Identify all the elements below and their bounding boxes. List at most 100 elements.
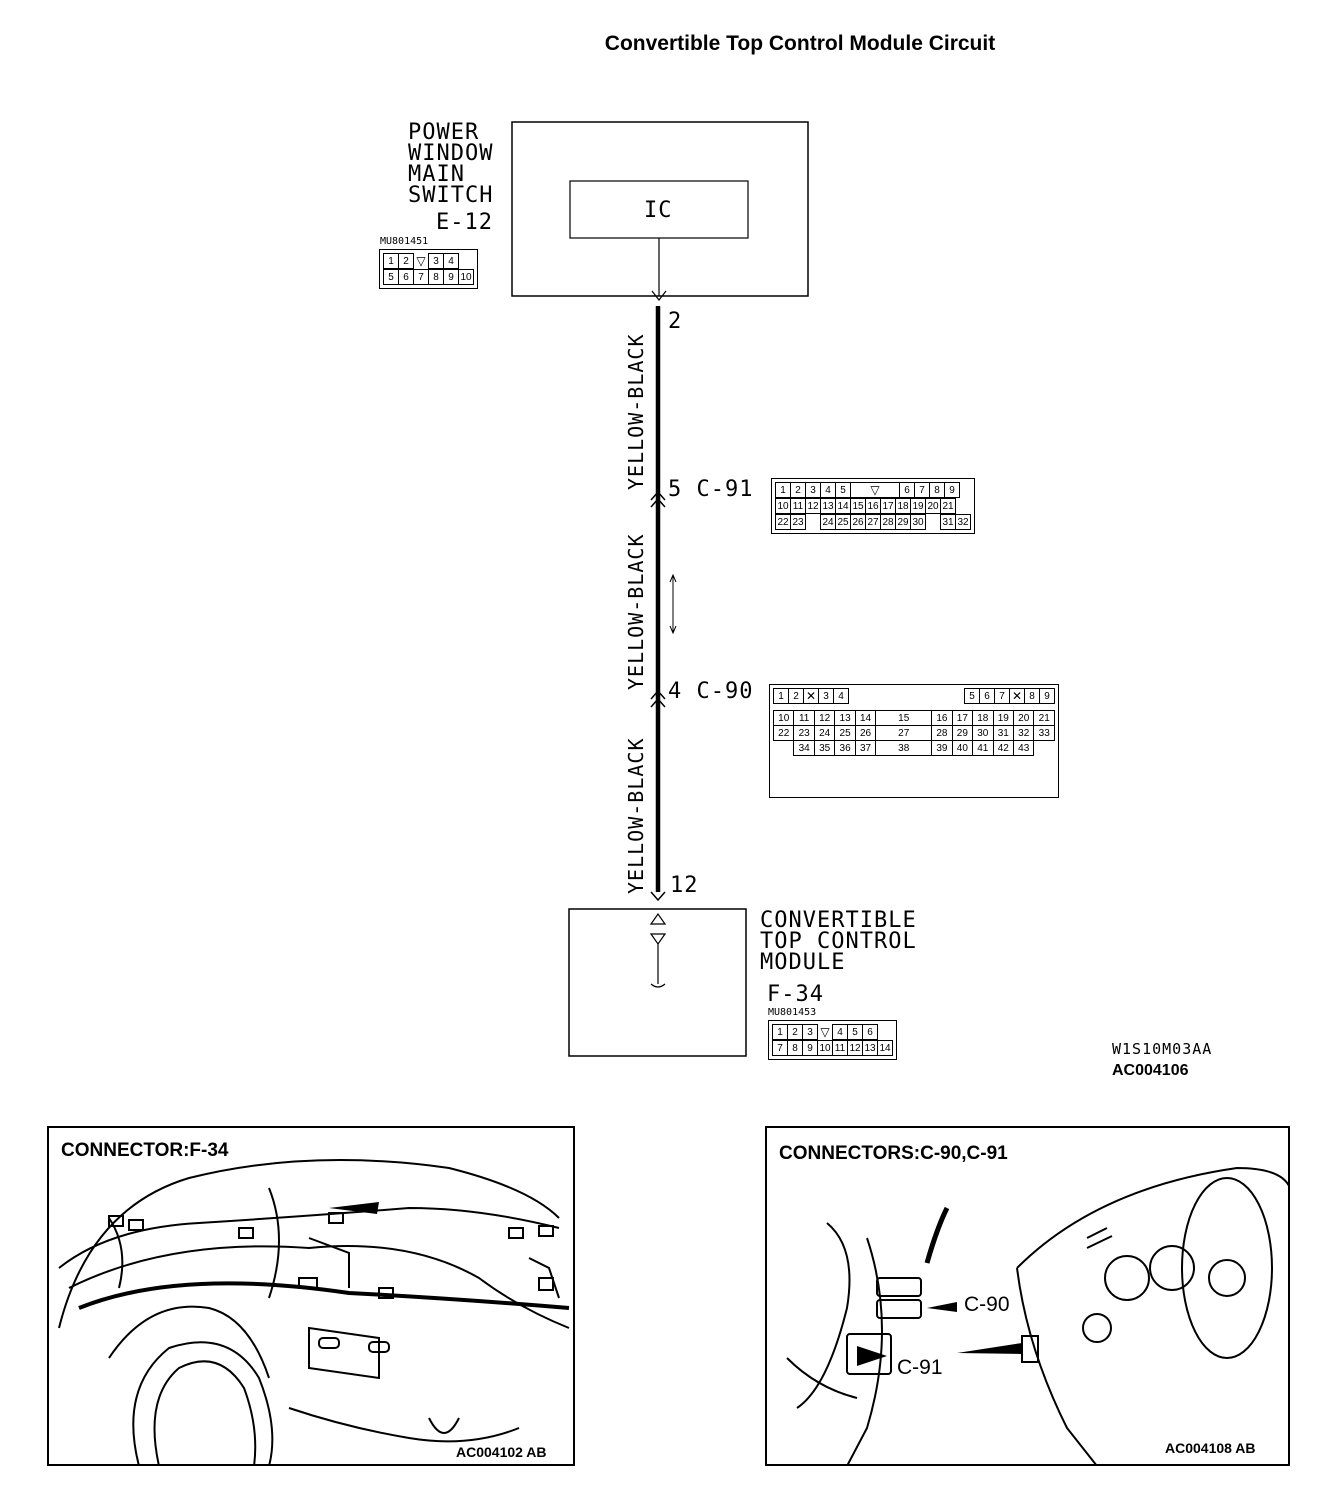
pin: 26: [850, 514, 866, 530]
pin: 28: [931, 725, 953, 741]
pin: 27: [865, 514, 881, 530]
pin: 8: [1024, 688, 1040, 704]
figure-code-1: W1S10M03AA: [1112, 1040, 1213, 1058]
pin: 23: [793, 725, 815, 741]
pin: 34: [793, 740, 815, 756]
pin: 14: [854, 710, 877, 726]
pin: 16: [931, 710, 953, 726]
pin: 3: [428, 253, 444, 269]
e12-part-number: MU801451: [380, 236, 429, 247]
e12-connector-id: E-12: [436, 210, 493, 235]
pin-2-label: 2: [668, 309, 683, 334]
pin: 5: [835, 482, 851, 498]
pin: 19: [910, 498, 926, 514]
pin: 39: [931, 740, 953, 756]
pin: 20: [1012, 710, 1035, 726]
pin: 16: [865, 498, 881, 514]
pin: 7: [994, 688, 1010, 704]
pin: 4: [820, 482, 836, 498]
pin: 5: [847, 1024, 863, 1040]
pin: 32: [955, 514, 971, 530]
ground-symbol: [650, 983, 666, 988]
pin2-arrow: [651, 290, 667, 301]
pin: 11: [790, 498, 806, 514]
wiring-diagram: [511, 121, 809, 1057]
pin: 9: [1039, 688, 1055, 704]
pin: 11: [832, 1040, 848, 1056]
pin: 41: [972, 740, 994, 756]
pin: 35: [813, 740, 836, 756]
pin: 5: [383, 269, 399, 285]
pin: 12: [813, 710, 836, 726]
pin-key: ▽: [850, 482, 900, 498]
pin: 22: [775, 514, 791, 530]
pin: 24: [813, 725, 836, 741]
pin: 26: [854, 725, 877, 741]
pin: 2: [398, 253, 414, 269]
pin: 37: [854, 740, 877, 756]
pin12-arrow: [650, 891, 666, 902]
pin: 4: [832, 1024, 848, 1040]
pointer-arrow-c90: [927, 1302, 957, 1312]
pin: 10: [775, 498, 791, 514]
pin: 7: [772, 1040, 788, 1056]
connector-f34-panel: CONNECTOR:F-34: [47, 1126, 575, 1466]
pin: 30: [972, 725, 994, 741]
power-window-switch-label: POWER WINDOW MAIN SWITCH: [408, 120, 494, 208]
pin: 12: [805, 498, 821, 514]
pin: 1: [772, 1024, 788, 1040]
panel-heading: CONNECTOR:F-34: [61, 1140, 229, 1161]
pin: 1: [383, 253, 399, 269]
car-rear-illustration: [58, 1159, 570, 1464]
pin: 32: [1012, 725, 1035, 741]
c90-callout: C-90: [964, 1293, 1010, 1316]
wire-color-label-3: YELLOW-BLACK: [624, 737, 648, 895]
pin-x: ✕: [1009, 688, 1025, 704]
pin: 22: [772, 725, 795, 741]
pointer-arrow: [329, 1202, 379, 1214]
pin: 10: [458, 269, 474, 285]
pin: 6: [398, 269, 414, 285]
pin: 7: [914, 482, 930, 498]
c90-marker-upper: [650, 689, 666, 700]
pin: 4: [443, 253, 459, 269]
panel-code: AC004102 AB: [456, 1444, 547, 1460]
pin: 29: [951, 725, 974, 741]
panel-heading: CONNECTORS:C-90,C-91: [779, 1143, 1008, 1164]
module-box: [568, 908, 747, 1057]
pin: 24: [820, 514, 836, 530]
pin: 2: [788, 688, 804, 704]
pointer-arrow-c91: [957, 1343, 1022, 1354]
dashboard-illustration: [786, 1166, 1288, 1464]
pin: 15: [850, 498, 866, 514]
pin: 27: [875, 725, 933, 741]
pin: 8: [929, 482, 945, 498]
c91-marker-upper: [650, 490, 666, 501]
pin: 1: [773, 688, 789, 704]
pin: 28: [880, 514, 896, 530]
pin: 13: [834, 710, 856, 726]
wire-color-label-1: YELLOW-BLACK: [624, 333, 648, 491]
connectors-c90-c91-panel: CONNECTORS:C-90,C-91 C-90 C-91 AC004108 …: [765, 1126, 1290, 1466]
pin: 17: [951, 710, 974, 726]
pin: 13: [862, 1040, 878, 1056]
pin: 1: [775, 482, 791, 498]
pin: 18: [895, 498, 911, 514]
pin-x: ✕: [803, 688, 819, 704]
pin: 3: [818, 688, 834, 704]
f34-part-number: MU801453: [768, 1007, 817, 1018]
pin: 6: [862, 1024, 878, 1040]
pin: 10: [772, 710, 795, 726]
pin: 11: [793, 710, 815, 726]
pin: 25: [834, 725, 856, 741]
pin: 12: [847, 1040, 863, 1056]
pin: 18: [972, 710, 994, 726]
pin: 4: [833, 688, 849, 704]
pin: 23: [790, 514, 806, 530]
pin-blank: [806, 515, 821, 530]
page-title: Convertible Top Control Module Circuit: [604, 32, 996, 55]
pin: 33: [1033, 725, 1055, 741]
pin: 17: [880, 498, 896, 514]
